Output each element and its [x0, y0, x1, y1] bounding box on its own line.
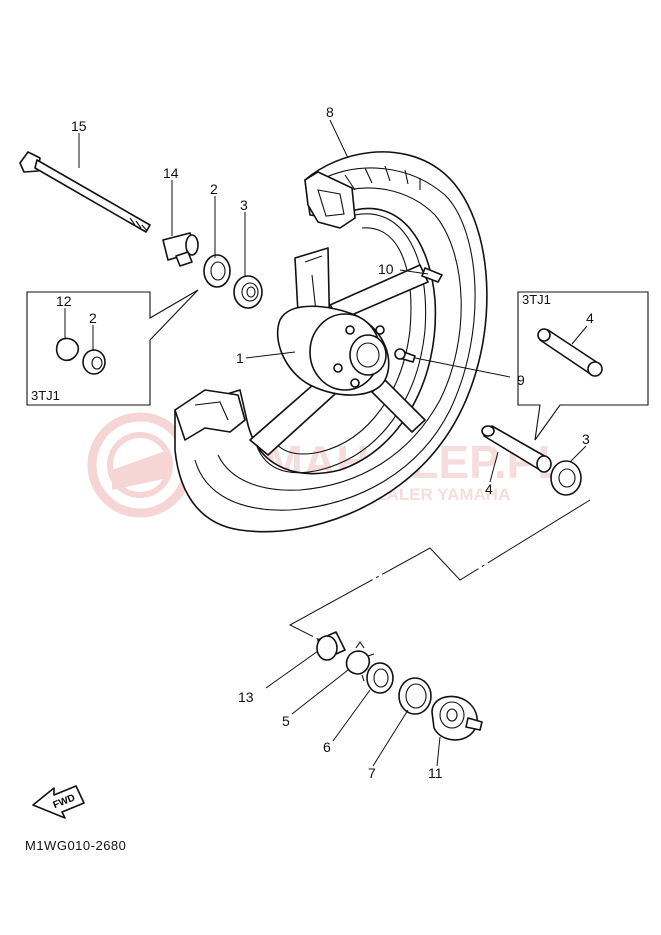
callout-6: 6 [323, 739, 331, 755]
callout-2b: 2 [89, 310, 97, 326]
callout-8: 8 [326, 104, 334, 120]
callout-5: 5 [282, 713, 290, 729]
leader-lines [64, 119, 588, 767]
bearing-part-3 [233, 275, 263, 309]
diagram-code: M1WG010-2680 [25, 838, 126, 853]
callout-4b: 4 [485, 481, 493, 497]
callout-4: 4 [586, 310, 594, 326]
inset-right-label: 3TJ1 [522, 292, 551, 307]
callout-13: 13 [238, 689, 254, 705]
callouts: 15 14 2 3 8 10 1 9 12 2 4 3 4 13 5 6 7 1… [56, 104, 594, 781]
callout-14: 14 [163, 165, 179, 181]
inset-box-left: 3TJ1 [26, 289, 199, 406]
inset-left-label: 3TJ1 [31, 388, 60, 403]
oil-seal-part-2 [203, 254, 231, 288]
gear-unit-part-11 [431, 695, 483, 741]
hub-part-1 [249, 247, 429, 456]
gear-part-5 [345, 641, 375, 682]
spacer-part-4 [481, 425, 552, 473]
axle-part-15 [19, 151, 151, 233]
callout-1: 1 [236, 350, 244, 366]
oil-seal-part-6 [366, 662, 394, 694]
callout-12: 12 [56, 293, 72, 309]
callout-11: 11 [428, 765, 443, 781]
callout-3: 3 [240, 197, 248, 213]
callout-3b: 3 [582, 431, 590, 447]
collar-part-13 [316, 631, 346, 661]
collar-part-14 [162, 232, 199, 267]
callout-10: 10 [378, 261, 394, 277]
callout-2: 2 [210, 181, 218, 197]
group-lines [288, 499, 591, 641]
callout-7: 7 [368, 765, 376, 781]
inset-box-right: 3TJ1 [517, 291, 649, 441]
bearing-part-3b [550, 460, 582, 496]
callout-15: 15 [71, 118, 87, 134]
callout-9: 9 [517, 372, 525, 388]
part-9 [394, 348, 416, 363]
bearing-part-7 [398, 677, 432, 715]
fwd-arrow-icon: FWD [32, 785, 85, 819]
tire-part-8 [174, 151, 488, 533]
